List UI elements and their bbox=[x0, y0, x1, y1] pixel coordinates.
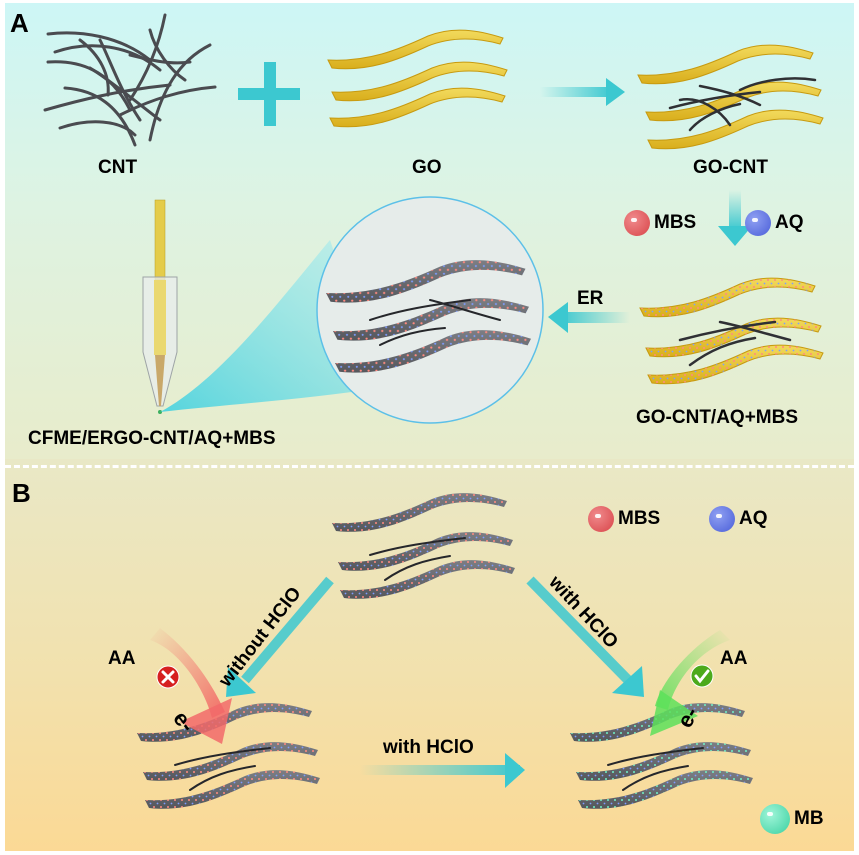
legend-label: MBS bbox=[654, 212, 697, 233]
cnt-label: CNT bbox=[98, 157, 138, 178]
go-label: GO bbox=[412, 157, 442, 178]
plus-icon bbox=[238, 62, 300, 126]
aa-allowed-arrow bbox=[650, 630, 730, 736]
panel-a-letter: A bbox=[10, 8, 29, 38]
aa-blocked-arrow bbox=[150, 628, 232, 744]
b-left-sheets bbox=[137, 703, 320, 809]
mb-ball-icon bbox=[760, 804, 790, 834]
arrow-right-1 bbox=[540, 78, 625, 106]
go-sheets bbox=[327, 29, 508, 128]
go-cnt-aq-mbs-sheets bbox=[639, 277, 824, 385]
legend-label: AQ bbox=[775, 212, 804, 233]
legend-mb-b: MB bbox=[760, 804, 824, 834]
legend-mbs-a: MBS bbox=[624, 210, 696, 236]
x-mark-icon bbox=[156, 665, 180, 689]
er-label: ER bbox=[577, 288, 604, 309]
arrow-down bbox=[718, 190, 752, 246]
panel-b-letter: B bbox=[12, 478, 31, 508]
legend-label: MBS bbox=[618, 508, 661, 529]
panel-divider bbox=[5, 465, 854, 468]
go-cnt-sheets bbox=[637, 44, 824, 150]
legend-aq-b: AQ bbox=[709, 506, 768, 532]
legend-aq-a: AQ bbox=[745, 210, 804, 236]
arrow-with-hclo-diagonal bbox=[526, 576, 644, 697]
zoom-circle bbox=[316, 196, 544, 424]
cnt-illustration bbox=[43, 13, 217, 147]
aa-right-label: AA bbox=[720, 648, 748, 669]
go-cnt-aq-mbs-label: GO-CNT/AQ+MBS bbox=[636, 407, 799, 428]
go-cnt-label: GO-CNT bbox=[693, 157, 768, 178]
arrow-left-er bbox=[548, 302, 630, 333]
with-hclo-horizontal-label: with HClO bbox=[383, 737, 474, 758]
b-initial-sheets bbox=[332, 493, 515, 599]
legend-label: MB bbox=[794, 808, 824, 829]
aq-ball-icon bbox=[709, 506, 735, 532]
aq-ball-icon bbox=[745, 210, 771, 236]
check-mark-icon bbox=[690, 664, 714, 688]
legend-mbs-b: MBS bbox=[588, 506, 660, 532]
arrow-without-hclo bbox=[226, 576, 334, 697]
electrode-illustration bbox=[142, 199, 178, 414]
legend-label: AQ bbox=[739, 508, 768, 529]
mbs-ball-icon bbox=[624, 210, 650, 236]
mbs-ball-icon bbox=[588, 506, 614, 532]
aa-left-label: AA bbox=[108, 648, 136, 669]
electrode-label: CFME/ERGO-CNT/AQ+MBS bbox=[28, 428, 276, 449]
arrow-with-hclo-horizontal bbox=[360, 753, 525, 788]
b-right-sheets bbox=[570, 703, 753, 809]
